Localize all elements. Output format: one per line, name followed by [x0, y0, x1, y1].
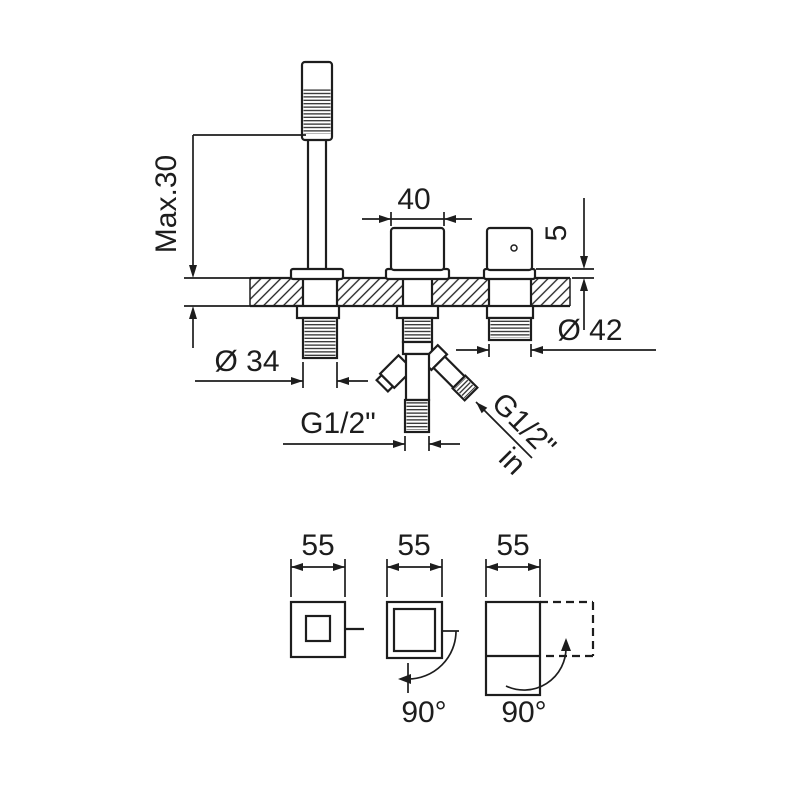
mixer-handle — [384, 226, 451, 281]
inlet-pipe — [420, 343, 479, 402]
dim-g12-out-label: G1/2" — [300, 407, 376, 440]
dim-plan-handle-width: 55 — [386, 529, 443, 597]
outlet-pipe — [403, 398, 431, 434]
dim-55-holder-label: 55 — [301, 529, 334, 562]
dim-max30-label: Max.30 — [150, 155, 183, 253]
handle-rotation-arc: 90° — [398, 630, 459, 729]
dim-max-deck-thickness: Max.30 — [150, 134, 306, 348]
diverter-knob — [482, 226, 537, 281]
diverter-under-deck — [485, 304, 535, 342]
dim-inlet-thread: G1/2" in — [475, 386, 562, 481]
mixer-valve-under-deck — [375, 304, 479, 434]
hand-shower — [289, 60, 345, 281]
knob-indicator-dot — [510, 244, 518, 252]
dim-outlet-thread: G1/2" — [283, 407, 460, 451]
dim-base-height: 5 — [536, 198, 594, 330]
plan-mixer-handle — [385, 600, 444, 660]
shower-flange — [289, 267, 345, 281]
hand-shower-socket — [295, 304, 341, 360]
dim-dia34-label: Ø 34 — [214, 345, 279, 378]
dim-55-handle-label: 55 — [397, 529, 430, 562]
dim-holder-width: 55 — [290, 529, 346, 597]
plan-view: 90° 90° 55 — [289, 529, 595, 729]
dim-plan-valve-width: 55 — [485, 529, 541, 597]
side-view: Max.30 40 5 Ø 3 — [150, 60, 656, 481]
plan-shower-holder — [289, 600, 364, 659]
dim-dia42-label: Ø 42 — [557, 314, 622, 347]
diverter-rotation-arc: 90° — [501, 638, 571, 729]
dim-valve-body-diameter: Ø 42 — [456, 314, 656, 357]
diverter-rotation-label: 90° — [501, 696, 546, 729]
dim-handle-width: 40 — [362, 183, 472, 226]
dim-shower-socket-diameter: Ø 34 — [195, 345, 368, 388]
dim-40-label: 40 — [397, 183, 430, 216]
handle-rotation-label: 90° — [401, 696, 446, 729]
dim-55-valve-label: 55 — [496, 529, 529, 562]
dim-5-label: 5 — [540, 225, 573, 242]
deck-cross-section — [249, 276, 571, 308]
plan-diverter — [484, 600, 595, 697]
